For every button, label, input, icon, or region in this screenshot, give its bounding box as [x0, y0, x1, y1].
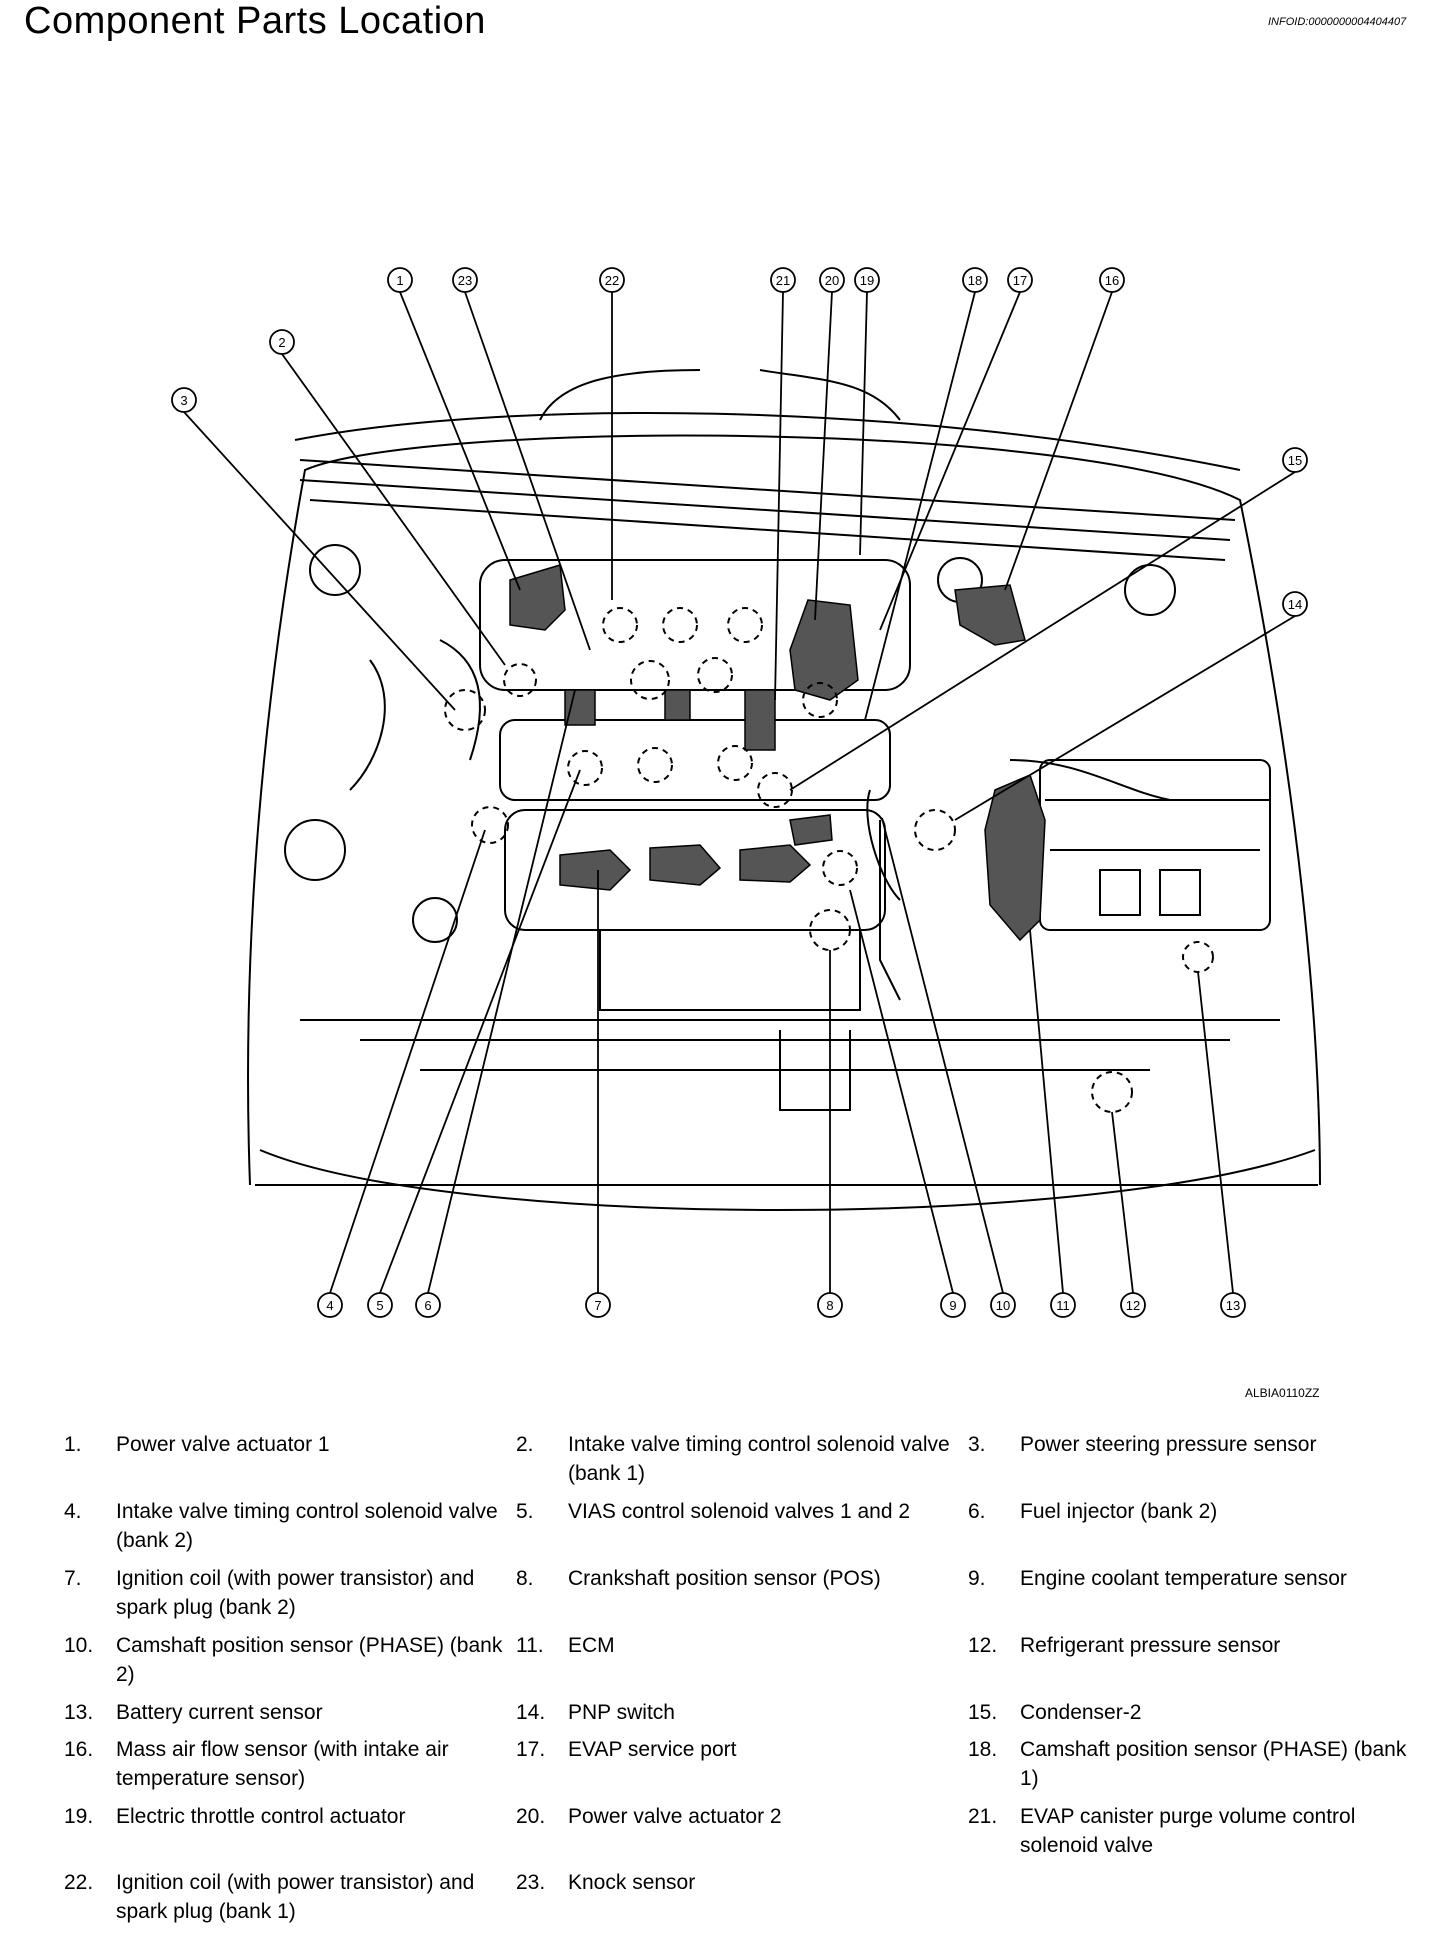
- callout-23: 23: [458, 273, 472, 288]
- callout-5: 5: [376, 1298, 383, 1313]
- callout-9: 9: [949, 1298, 956, 1313]
- engine-compartment-diagram: 1 23 22 21 20 19 18 17 16 2 3 15 14 4 5 …: [171, 267, 1321, 1318]
- callout-circles: [171, 267, 1308, 1318]
- callout-4: 4: [326, 1298, 333, 1313]
- callout-2: 2: [278, 335, 285, 350]
- callout-18: 18: [968, 273, 982, 288]
- callout-15: 15: [1288, 453, 1302, 468]
- callout-6: 6: [424, 1298, 431, 1313]
- callout-8: 8: [826, 1298, 833, 1313]
- callout-16: 16: [1105, 273, 1119, 288]
- callout-21: 21: [776, 273, 790, 288]
- callout-10: 10: [996, 1298, 1010, 1313]
- callout-20: 20: [825, 273, 839, 288]
- callout-12: 12: [1126, 1298, 1140, 1313]
- page-title: Component Parts Location: [24, 0, 486, 42]
- callout-17: 17: [1013, 273, 1027, 288]
- info-id: INFOID:0000000004404407: [1268, 16, 1407, 28]
- callout-1: 1: [396, 273, 403, 288]
- callout-7: 7: [594, 1298, 601, 1313]
- callout-19: 19: [860, 273, 874, 288]
- highlighted-components: [509, 564, 1046, 942]
- callout-22: 22: [605, 273, 619, 288]
- callout-14: 14: [1288, 597, 1302, 612]
- callout-13: 13: [1226, 1298, 1240, 1313]
- figure-code: ALBIA0110ZZ: [1245, 1386, 1320, 1400]
- engine-bay-outline: [247, 369, 1321, 1211]
- dashed-locator-circles: [444, 607, 1214, 1113]
- leader-lines: [183, 291, 1296, 1294]
- callout-labels: 1 23 22 21 20 19 18 17 16 2 3 15 14 4 5 …: [180, 273, 1302, 1313]
- callout-3: 3: [180, 393, 187, 408]
- callout-11: 11: [1056, 1298, 1070, 1313]
